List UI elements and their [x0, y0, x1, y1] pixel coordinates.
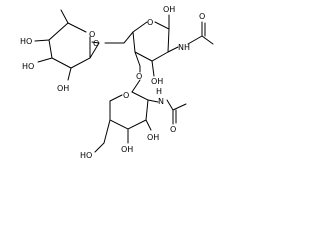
link-4-bonds — [131, 65, 141, 93]
ring-2-hydroxyl-label: OH — [151, 77, 163, 86]
glycosidic-link-4: O — [131, 65, 142, 93]
ring-3-substituent-bonds — [94, 99, 159, 153]
ring-3-acetamido-sugar: O H N O OH OH HO — [80, 87, 187, 160]
glycan-structure-diagram: O HO HO OH O O OH NH O OH O O H N O OH O… — [20, 5, 214, 160]
ring-2-bonds — [132, 21, 170, 62]
acetyl-2-bonds — [187, 21, 214, 45]
ring-1-hydroxyl-label-a: HO — [20, 37, 32, 46]
ring-2-oxygen-label: O — [147, 18, 153, 27]
ring-3-oxygen-label: O — [123, 91, 129, 100]
ring-3-hydroxymethyl-label: HO — [80, 151, 92, 160]
link-6-bonds — [91, 31, 134, 44]
ring-1-hydroxyl-label-c: OH — [57, 84, 69, 93]
ring-1-hydroxyl-label-b: HO — [22, 62, 34, 71]
ring-1-substituent-bonds — [34, 39, 100, 81]
acetyl-3-bonds — [166, 99, 187, 125]
ring-3-bonds — [109, 91, 149, 130]
ring-2-substituent-bonds — [134, 14, 179, 77]
anomeric-hydroxyl-label: OH — [163, 5, 175, 14]
ring-1-deoxy-sugar: O HO HO OH — [20, 9, 100, 93]
link-6-oxygen-label: O — [93, 39, 99, 48]
ring-1-oxygen-label: O — [89, 30, 95, 39]
ring-2-acetamido-sugar: O OH NH O OH — [132, 5, 214, 86]
link-4-oxygen-label: O — [136, 72, 142, 81]
amide-nitrogen-label: N — [158, 97, 164, 106]
ring-3-hydroxyl-label-a: OH — [147, 133, 159, 142]
acetyl-3-oxygen-label: O — [170, 125, 176, 134]
amide-hydrogen-label: H — [156, 87, 162, 96]
ring-1-bonds — [48, 22, 91, 69]
ring-2-amide-nh-label: NH — [178, 43, 190, 52]
ring-3-hydroxyl-label-b: OH — [121, 145, 133, 154]
glycosidic-link-6: O — [91, 31, 134, 48]
acetyl-2-oxygen-label: O — [199, 12, 205, 21]
ring-1-methyl-bond — [60, 9, 69, 24]
